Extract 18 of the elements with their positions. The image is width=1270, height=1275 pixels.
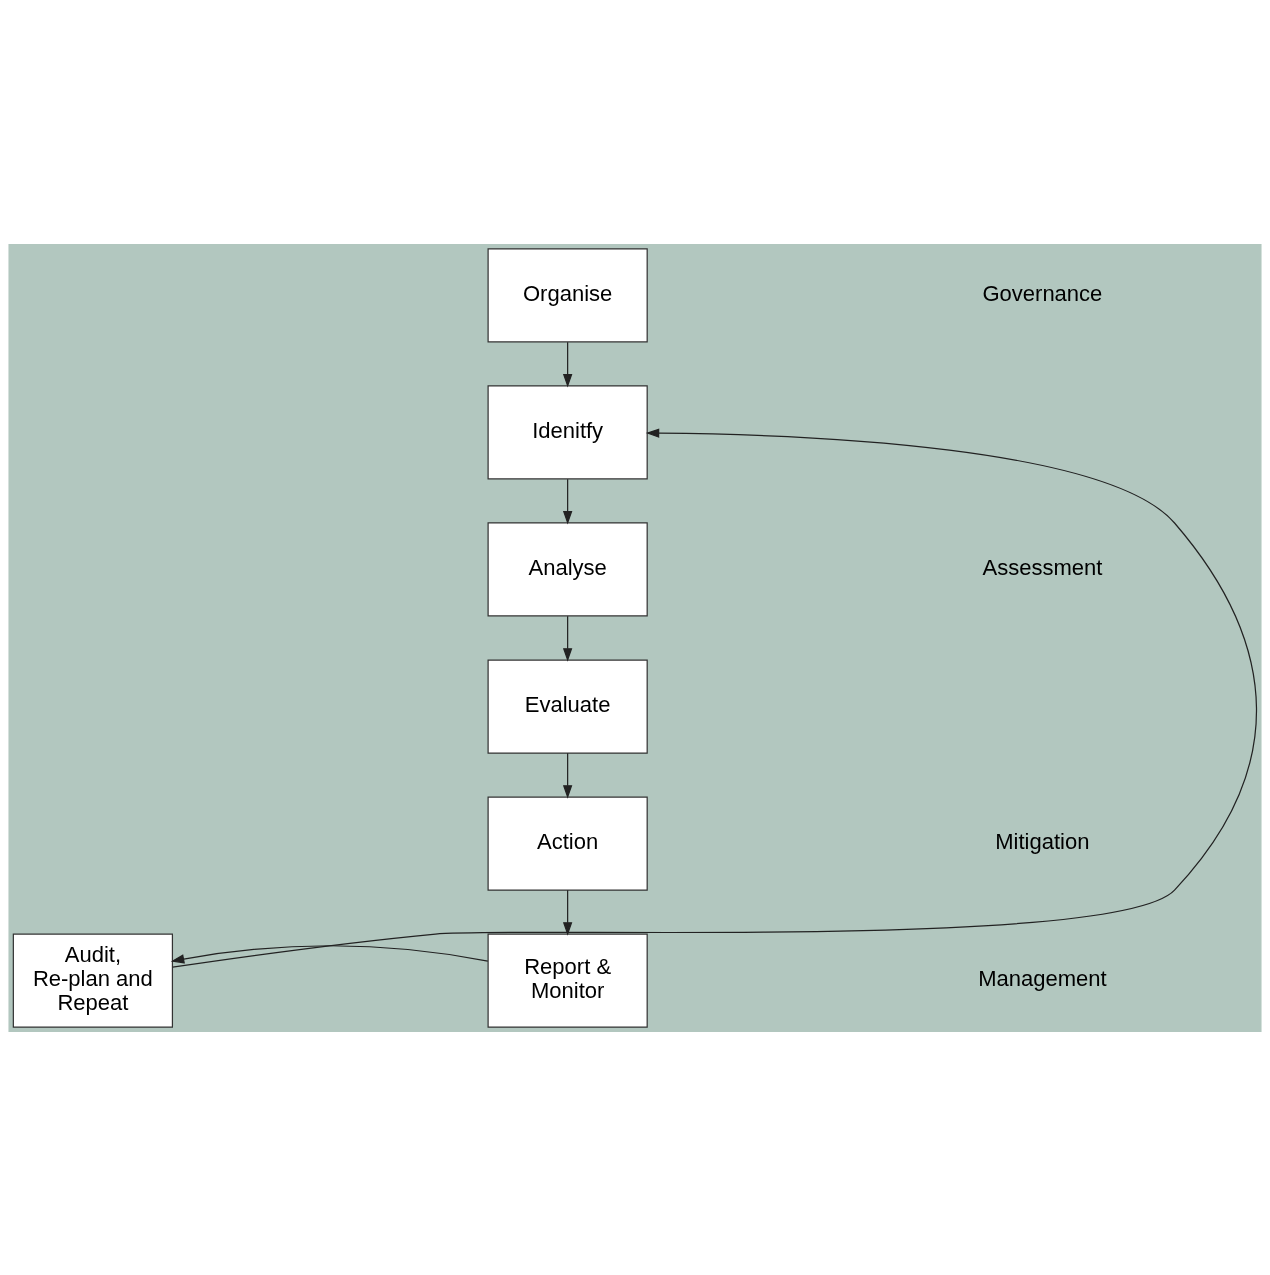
arrow [562, 341, 573, 388]
arrow [562, 889, 573, 936]
label: Assessment [982, 554, 1103, 580]
node-box: Analyse [487, 521, 648, 617]
node-box: Audit, Re-plan and Repeat [12, 933, 174, 1028]
node-box: Report & Monitor [487, 933, 648, 1028]
label: Mitigation [995, 828, 1090, 854]
arrow [562, 478, 573, 525]
node-box: Organise [487, 247, 648, 342]
node-box: Evaluate [487, 658, 648, 754]
node-box: Action [487, 795, 648, 891]
arrow [172, 427, 1258, 968]
label: Management [978, 965, 1107, 991]
label: Governance [982, 280, 1103, 306]
node-box: Idenitfy [487, 384, 648, 480]
arrow [562, 752, 573, 799]
arrow [562, 615, 573, 662]
arrow [170, 944, 489, 964]
